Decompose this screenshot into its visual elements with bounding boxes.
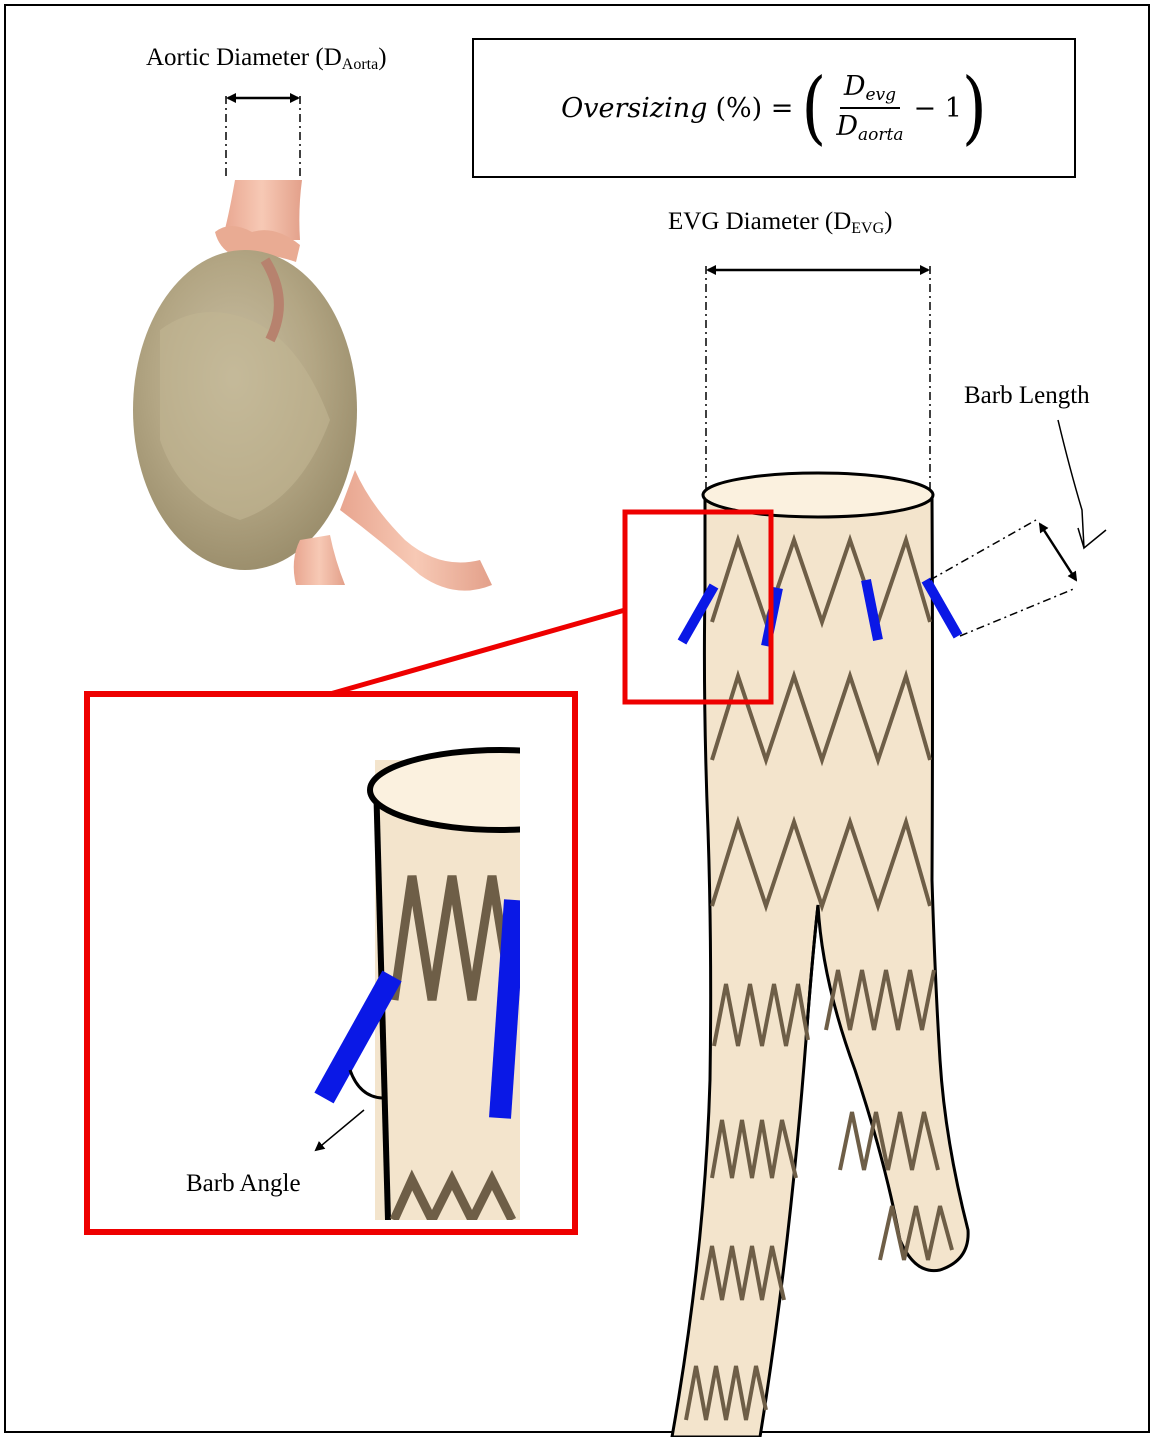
zoom-inset-detail: [370, 750, 630, 1230]
aortic-diameter-dimension: [226, 96, 300, 178]
aneurysm-specimen-image: [133, 180, 492, 591]
barb-length-dimension: [930, 420, 1106, 636]
stent-graft: [672, 473, 968, 1437]
evg-diameter-dimension: [706, 266, 930, 490]
